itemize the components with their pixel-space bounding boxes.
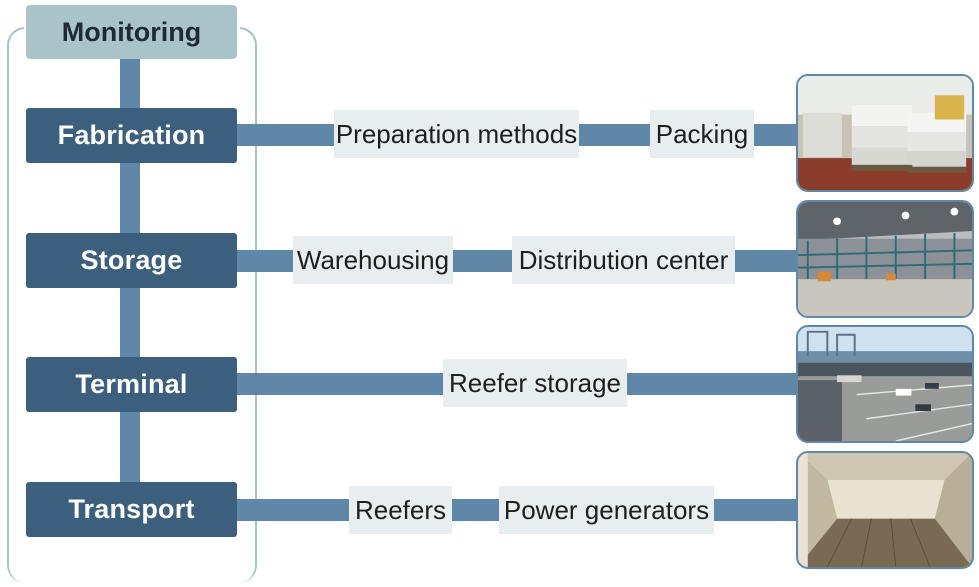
label-packing: Packing [650, 110, 754, 158]
stage-fabrication: Fabrication [26, 108, 237, 163]
vertical-connector [120, 163, 140, 233]
label-distribution-center: Distribution center [512, 236, 735, 284]
reefer-interior-photo [796, 451, 974, 569]
label-power-generators: Power generators [499, 486, 714, 534]
stage-transport: Transport [26, 482, 237, 537]
label-warehousing: Warehousing [293, 236, 453, 284]
label-preparation-methods: Preparation methods [334, 110, 579, 158]
label-reefer-storage: Reefer storage [443, 359, 627, 407]
stage-storage: Storage [26, 233, 237, 288]
vertical-connector [120, 288, 140, 358]
stage-terminal: Terminal [26, 357, 237, 412]
label-reefers: Reefers [349, 486, 452, 534]
vertical-connector [120, 412, 140, 482]
warehouse-photo [796, 200, 974, 318]
container-terminal-photo [796, 325, 974, 443]
monitoring-box: Monitoring [26, 5, 237, 59]
vertical-connector [120, 59, 140, 109]
packed-pallets-photo [796, 74, 974, 192]
